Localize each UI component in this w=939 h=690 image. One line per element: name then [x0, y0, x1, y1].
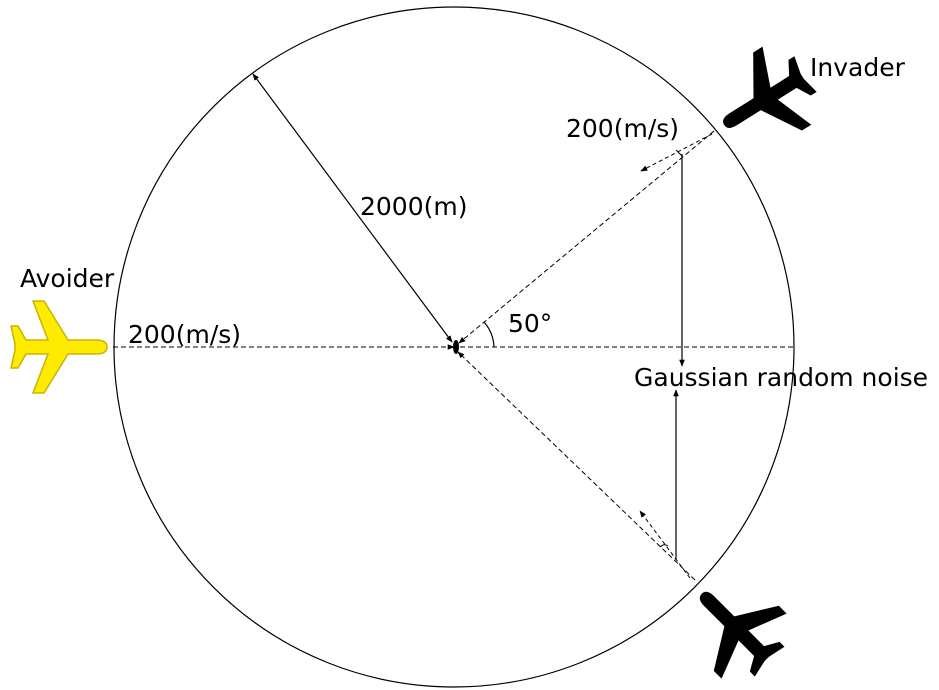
- second-invader-path-line: [457, 351, 696, 581]
- invader-velocity-arrow: [640, 133, 713, 172]
- second-invader-noise-angle-arc: [659, 544, 669, 548]
- invader-path-line: [458, 130, 715, 344]
- invader-label: Invader: [810, 53, 906, 82]
- angle-label: 50°: [508, 309, 552, 338]
- radius-arrow: [252, 73, 453, 343]
- second-invader-airplane-icon: [669, 561, 803, 690]
- invader-speed-label: 200(m/s): [566, 114, 679, 143]
- avoider-airplane-icon: [10, 300, 108, 394]
- avoider-label: Avoider: [20, 264, 115, 293]
- invader-noise-angle-arc: [675, 149, 683, 157]
- center-marker: [453, 340, 459, 354]
- radius-label: 2000(m): [360, 192, 467, 221]
- angle-arc: [483, 321, 495, 348]
- noise-label: Gaussian random noise: [634, 363, 928, 392]
- avoider-speed-label: 200(m/s): [128, 320, 241, 349]
